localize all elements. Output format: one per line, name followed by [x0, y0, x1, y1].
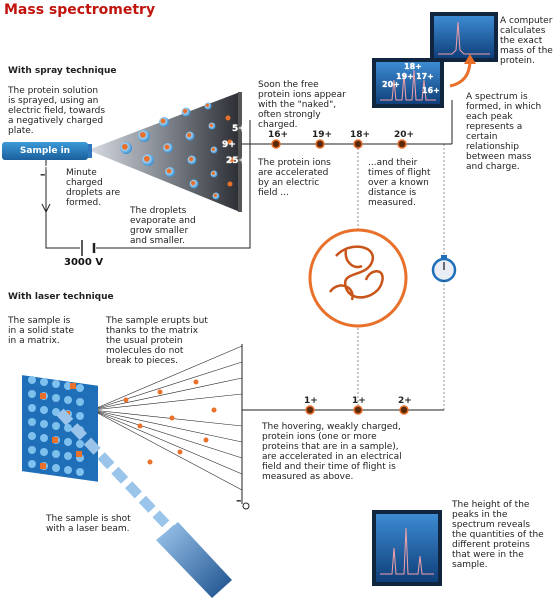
spray-minus-sign: –: [40, 168, 46, 181]
current-arrow: [41, 185, 51, 214]
beam-charge-16: 16+: [268, 130, 289, 140]
peak-label-17: 17+: [416, 72, 434, 81]
laser-plate-terminal: [242, 502, 250, 510]
laser-flight-ions: [305, 405, 409, 415]
free-ions-note: Soon the free protein ions appear with t…: [258, 80, 346, 130]
flight-charge-1b: 1+: [352, 396, 366, 406]
flight-charge-1a: 1+: [304, 396, 318, 406]
computer-peak-trace: [438, 21, 490, 55]
charge-label-25: 25+: [226, 156, 247, 166]
spectrum-trace: [380, 69, 436, 101]
page-title: Mass spectrometry: [4, 2, 156, 18]
spray-intro-note: The protein solution is sprayed, using a…: [8, 86, 106, 136]
result-spectrum-trace: [380, 527, 434, 575]
droplets-note: Minute charged droplets are formed.: [66, 168, 121, 208]
spray-heading: With spray technique: [8, 66, 117, 76]
laser-heading: With laser technique: [8, 292, 114, 302]
peak-label-16: 16+: [422, 86, 440, 95]
computer-monitor-screen: [434, 16, 494, 58]
laser-ion-particles: [123, 379, 217, 465]
solid-state-note: The sample is in a solid state in a matr…: [8, 316, 75, 346]
charged-plate: [238, 92, 242, 212]
laser-device: [156, 522, 232, 598]
shrink-note: The droplets evaporate and grow smaller …: [130, 206, 196, 246]
stopwatch-crown: [441, 255, 447, 259]
peak-height-note: The height of the peaks in the spectrum …: [452, 500, 544, 570]
computer-arrowhead: [464, 54, 476, 64]
voltage-label: 3000 V: [64, 257, 104, 268]
beam-charge-19: 19+: [312, 130, 333, 140]
computer-note: A computer calculates the exact mass of …: [500, 16, 553, 66]
laser-minus-sign: –: [236, 494, 242, 507]
spectrum-note: A spectrum is formed, in which each peak…: [466, 92, 542, 172]
charge-label-9: 9+: [222, 140, 236, 150]
spectrum-monitor-screen: [376, 62, 440, 104]
sample-in-solution-label: Sample in solution: [2, 142, 88, 174]
protein-molecule: [328, 245, 384, 301]
laser-ion-rays: [91, 345, 243, 491]
peak-label-18: 18+: [404, 62, 422, 71]
peak-label-19: 19+: [396, 72, 414, 81]
beam-charge-20: 20+: [394, 130, 415, 140]
spray-cone: [88, 92, 240, 212]
droplet-cluster: [120, 102, 235, 200]
lower-flight-note: The hovering, weakly charged, protein io…: [262, 422, 402, 482]
erupts-note: The sample erupts but thanks to the matr…: [106, 316, 208, 366]
flight-charge-2: 2+: [398, 396, 412, 406]
accelerated-note: The protein ions are accelerated by an e…: [258, 158, 331, 198]
beam-charge-18: 18+: [350, 130, 371, 140]
flight-time-note: ...and their times of flight over a know…: [368, 158, 431, 208]
charge-label-5: 5+: [232, 124, 246, 134]
protein-badge: [308, 228, 408, 328]
laser-shot-note: The sample is shot with a laser beam.: [46, 514, 131, 534]
peak-label-20: 20+: [382, 80, 400, 89]
